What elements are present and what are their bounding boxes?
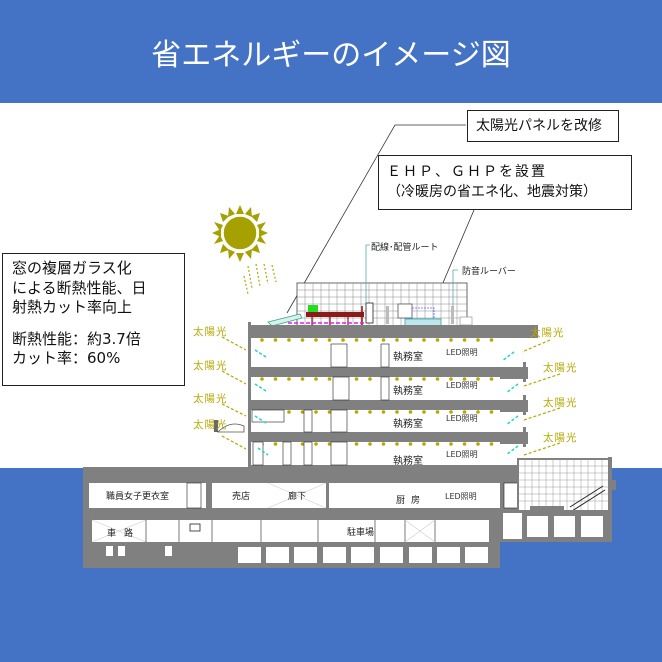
- insulation-value: 断熱性能：約3.7倍: [12, 329, 141, 348]
- sunlight-label: 太陽光: [193, 326, 228, 338]
- room-kitchen: 厨房: [396, 496, 427, 506]
- sunray-arrows: [243, 263, 277, 295]
- floor-room-label: 執務室: [393, 352, 423, 363]
- callout-solar-panel: 太陽光パネルを改修: [467, 110, 619, 142]
- floor-led-label: LED照明: [446, 450, 478, 459]
- room-parking: 駐車場: [347, 528, 375, 538]
- room-corridor: 廊下: [288, 492, 307, 502]
- roof-louver-grid: [267, 282, 473, 327]
- floor-led-label: LED照明: [446, 348, 478, 357]
- floor-room-label: 執務室: [393, 419, 423, 430]
- floor-led-label: LED照明: [446, 381, 478, 390]
- sun-icon: [212, 205, 268, 262]
- sunlight-label: 太陽光: [543, 432, 578, 444]
- room-locker: 職員女子更衣室: [106, 492, 170, 502]
- floor-led-label: LED照明: [446, 414, 478, 423]
- sunlight-label: 太陽光: [193, 360, 228, 372]
- cut-rate-value: カット率：60%: [12, 349, 121, 367]
- lower-building: [83, 467, 519, 568]
- sunlight-label: 太陽光: [193, 393, 228, 405]
- sunlight-label: 太陽光: [543, 362, 578, 374]
- floor-room-label: 執務室: [393, 386, 423, 397]
- kitchen-led-label: LED照明: [445, 492, 477, 501]
- page-title: 省エネルギーのイメージ図: [151, 37, 511, 73]
- label-soundproof-louver: 防音ルーバー: [462, 267, 516, 277]
- sunlight-label: 太陽光: [530, 327, 565, 339]
- ehp-ghp-line2: （冷暖房の省エネ化、地震対策）: [387, 184, 597, 200]
- label-wiring-route: 配線･配管ルート: [371, 243, 439, 253]
- sunlight-label: 太陽光: [543, 397, 578, 409]
- room-driveway: 車路: [107, 529, 142, 539]
- floor-room-label: 執務室: [393, 456, 423, 467]
- ehp-ghp-line1: ＥＨＰ、ＧＨＰを設置: [387, 164, 547, 180]
- sunlight-label: 太陽光: [193, 419, 228, 431]
- room-shop: 売店: [232, 492, 251, 502]
- callout-ehp-ghp: ＥＨＰ、ＧＨＰを設置 （冷暖房の省エネ化、地震対策）: [378, 155, 632, 210]
- callout-window-glazing: 窓の複層ガラス化 による断熱性能、日 射熱カット率向上 断熱性能：約3.7倍 カ…: [2, 253, 185, 386]
- annex-structure: [500, 457, 616, 542]
